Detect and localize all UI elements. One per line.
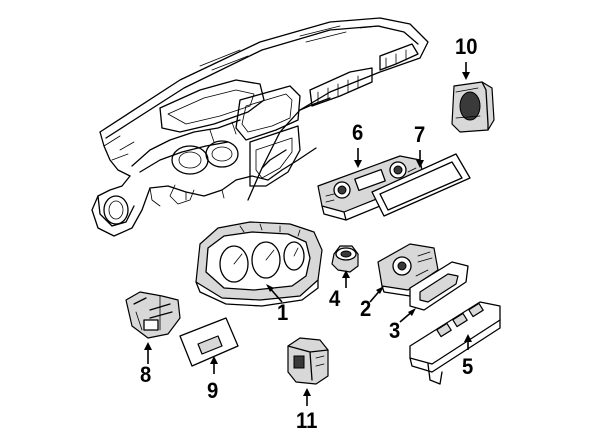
callout-7: 7 [414,122,426,147]
part-4-drawing [331,245,359,273]
callout-3: 3 [389,318,401,343]
callout-11: 11 [296,408,318,433]
part-11-drawing [287,337,329,385]
part-3-drawing [409,261,469,311]
part-5-drawing [409,301,501,385]
part-6-drawing [317,155,425,221]
part-7-drawing [371,153,471,217]
part-10-drawing [451,81,495,133]
part-2-drawing [377,243,439,297]
callout-1: 1 [277,300,289,325]
part-9-drawing [179,317,239,367]
instrument-panel-drawing [91,17,429,237]
part-8-drawing [125,291,181,339]
callout-10: 10 [455,34,478,59]
leader-arrows [144,62,472,406]
callout-5: 5 [462,354,474,379]
callout-6: 6 [352,120,364,145]
callout-9: 9 [207,378,219,403]
callout-8: 8 [140,362,152,387]
callout-4: 4 [329,286,341,311]
callout-2: 2 [360,296,372,321]
part-1-drawing [195,221,323,307]
